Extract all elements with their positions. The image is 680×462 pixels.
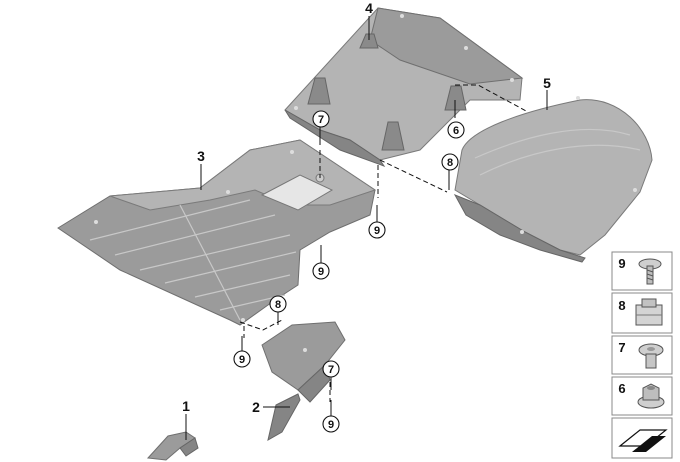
part-2-number: 2: [252, 399, 260, 415]
legend-item-9: 9: [611, 251, 673, 291]
callout-8-right-label: 8: [447, 157, 453, 169]
part-3-number: 3: [197, 148, 205, 164]
part-4-rear-panel: [284, 7, 524, 167]
expanding-rivet-icon: [638, 343, 664, 369]
clip-nut-icon: [635, 298, 663, 326]
callout-6-label: 6: [453, 125, 459, 137]
callout-8-lower: 8: [269, 295, 287, 313]
legend-item-8: 8: [611, 292, 673, 334]
callout-9-mid: 9: [312, 262, 330, 280]
leader-lines: [185, 16, 548, 440]
vehicle-arrow-icon: [618, 429, 668, 452]
part-5-side-panel: [453, 96, 653, 263]
callout-7-upper-label: 7: [318, 114, 324, 126]
legend-item-8-number: 8: [618, 298, 625, 313]
callout-9-mid-label: 9: [318, 266, 324, 278]
callout-9-bottom-label: 9: [328, 419, 334, 431]
legend-item-7: 7: [611, 335, 673, 375]
callout-8-right: 8: [441, 153, 459, 171]
callout-6: 6: [447, 121, 465, 139]
callout-9-center-label: 9: [374, 225, 380, 237]
callout-9-bottom: 9: [322, 415, 340, 433]
screw-icon: [638, 258, 662, 285]
part-4-number: 4: [365, 0, 373, 16]
callout-9-left: 9: [233, 350, 251, 368]
part-2-bracket: [261, 321, 346, 441]
fastener-legend: 9 8 7: [611, 251, 673, 459]
flange-nut-icon: [637, 383, 665, 409]
callout-9-left-label: 9: [239, 354, 245, 366]
legend-item-arrow: [611, 417, 673, 459]
part-1-small-bracket: [146, 431, 199, 461]
callout-7-upper: 7: [312, 110, 330, 128]
legend-item-6: 6: [611, 376, 673, 416]
part-3-front-panel: [57, 139, 377, 326]
legend-item-7-number: 7: [618, 340, 625, 355]
callout-8-lower-label: 8: [275, 299, 281, 311]
callout-7-lower-label: 7: [328, 364, 334, 376]
part-5-number: 5: [543, 75, 551, 91]
callout-7-lower: 7: [322, 360, 340, 378]
assembly-lines: [239, 84, 529, 402]
part-1-number: 1: [182, 398, 190, 414]
legend-item-6-number: 6: [618, 381, 625, 396]
legend-item-9-number: 9: [618, 256, 625, 271]
callout-9-center: 9: [368, 221, 386, 239]
